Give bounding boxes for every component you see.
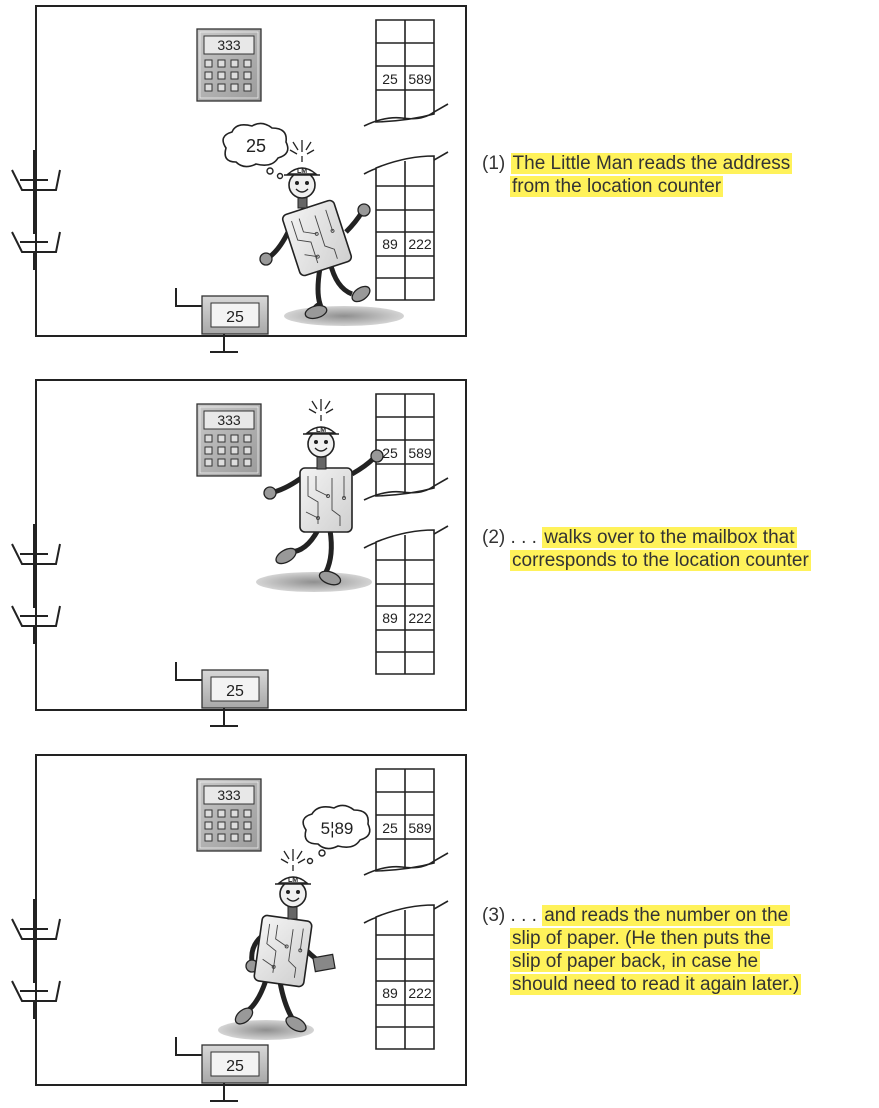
thought-text: 5¦89 [321,819,354,838]
caption-highlight: slip of paper. (He then puts the [510,928,773,949]
panel-3: 333 25 589 89 222 25 5¦89 [12,755,466,1101]
panel-1: 333 25 589 89 222 25 25 [12,6,466,352]
caption-number: (3) [482,905,505,926]
caption-line: slip of paper back, in case he [482,950,801,973]
thought-text: 25 [246,136,266,156]
location-counter-value: 25 [226,683,244,700]
caption-ellipsis: . . . [511,905,537,926]
calculator-display: 333 [217,787,241,803]
caption-ellipsis: . . . [511,527,537,548]
caption-line: (3) . . . and reads the number on the [482,904,801,927]
calculator-keypad: 333 [197,29,261,101]
caption-highlight: from the location counter [510,176,723,197]
hat-label: LM [288,877,298,884]
caption-line: should need to read it again later.) [482,973,801,996]
caption-number: (1) [482,153,505,174]
mailbox-content: 589 [408,820,432,836]
calculator-keypad: 333 [197,779,261,851]
mailbox-content: 589 [408,445,432,461]
mailbox-address: 25 [382,820,398,836]
hat-label: LM [316,427,326,434]
caption-highlight: The Little Man reads the address [511,153,793,174]
caption-number: (2) [482,527,505,548]
location-counter-value: 25 [226,1058,244,1075]
calculator-keypad: 333 [197,404,261,476]
mailbox-address: 89 [382,236,398,252]
caption-highlight: walks over to the mailbox that [542,527,796,548]
mailbox-content: 222 [408,236,432,252]
calculator-display: 333 [217,37,241,53]
caption-step-2: (2) . . . walks over to the mailbox that… [482,526,811,572]
caption-line: from the location counter [482,175,792,198]
mailbox-address: 89 [382,985,398,1001]
calculator-display: 333 [217,412,241,428]
caption-line: (1) The Little Man reads the address [482,152,792,175]
caption-highlight: and reads the number on the [542,905,790,926]
caption-highlight: corresponds to the location counter [510,550,811,571]
caption-line: slip of paper. (He then puts the [482,927,801,950]
caption-step-1: (1) The Little Man reads the address fro… [482,152,792,198]
caption-highlight: slip of paper back, in case he [510,951,760,972]
mailbox-content: 589 [408,71,432,87]
mailbox-address: 25 [382,71,398,87]
caption-step-3: (3) . . . and reads the number on the sl… [482,904,801,996]
caption-line: (2) . . . walks over to the mailbox that [482,526,811,549]
hat-label: LM [297,168,307,175]
mailbox-address: 89 [382,610,398,626]
location-counter-value: 25 [226,309,244,326]
mailbox-address: 25 [382,445,398,461]
caption-line: corresponds to the location counter [482,549,811,572]
caption-highlight: should need to read it again later.) [510,974,801,995]
panel-2: 333 25 589 89 222 25 [12,380,466,726]
mailbox-content: 222 [408,985,432,1001]
mailbox-content: 222 [408,610,432,626]
